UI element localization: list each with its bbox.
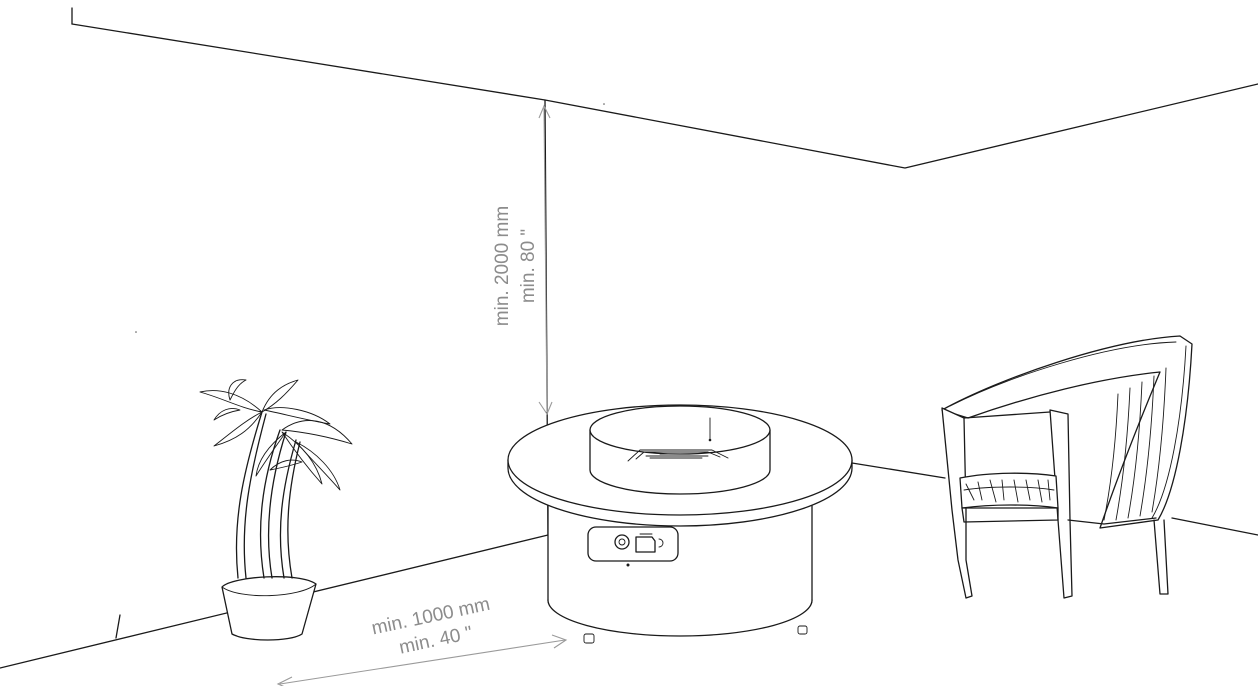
height-dimension [538, 104, 553, 416]
height-label-mm: min. 2000 mm [492, 206, 513, 326]
fire-table [507, 404, 853, 644]
potted-plant [199, 379, 353, 641]
distance-dimension [276, 634, 568, 686]
height-label-in: min. 80 " [518, 229, 539, 303]
marks [135, 103, 605, 333]
armchair [941, 335, 1193, 599]
